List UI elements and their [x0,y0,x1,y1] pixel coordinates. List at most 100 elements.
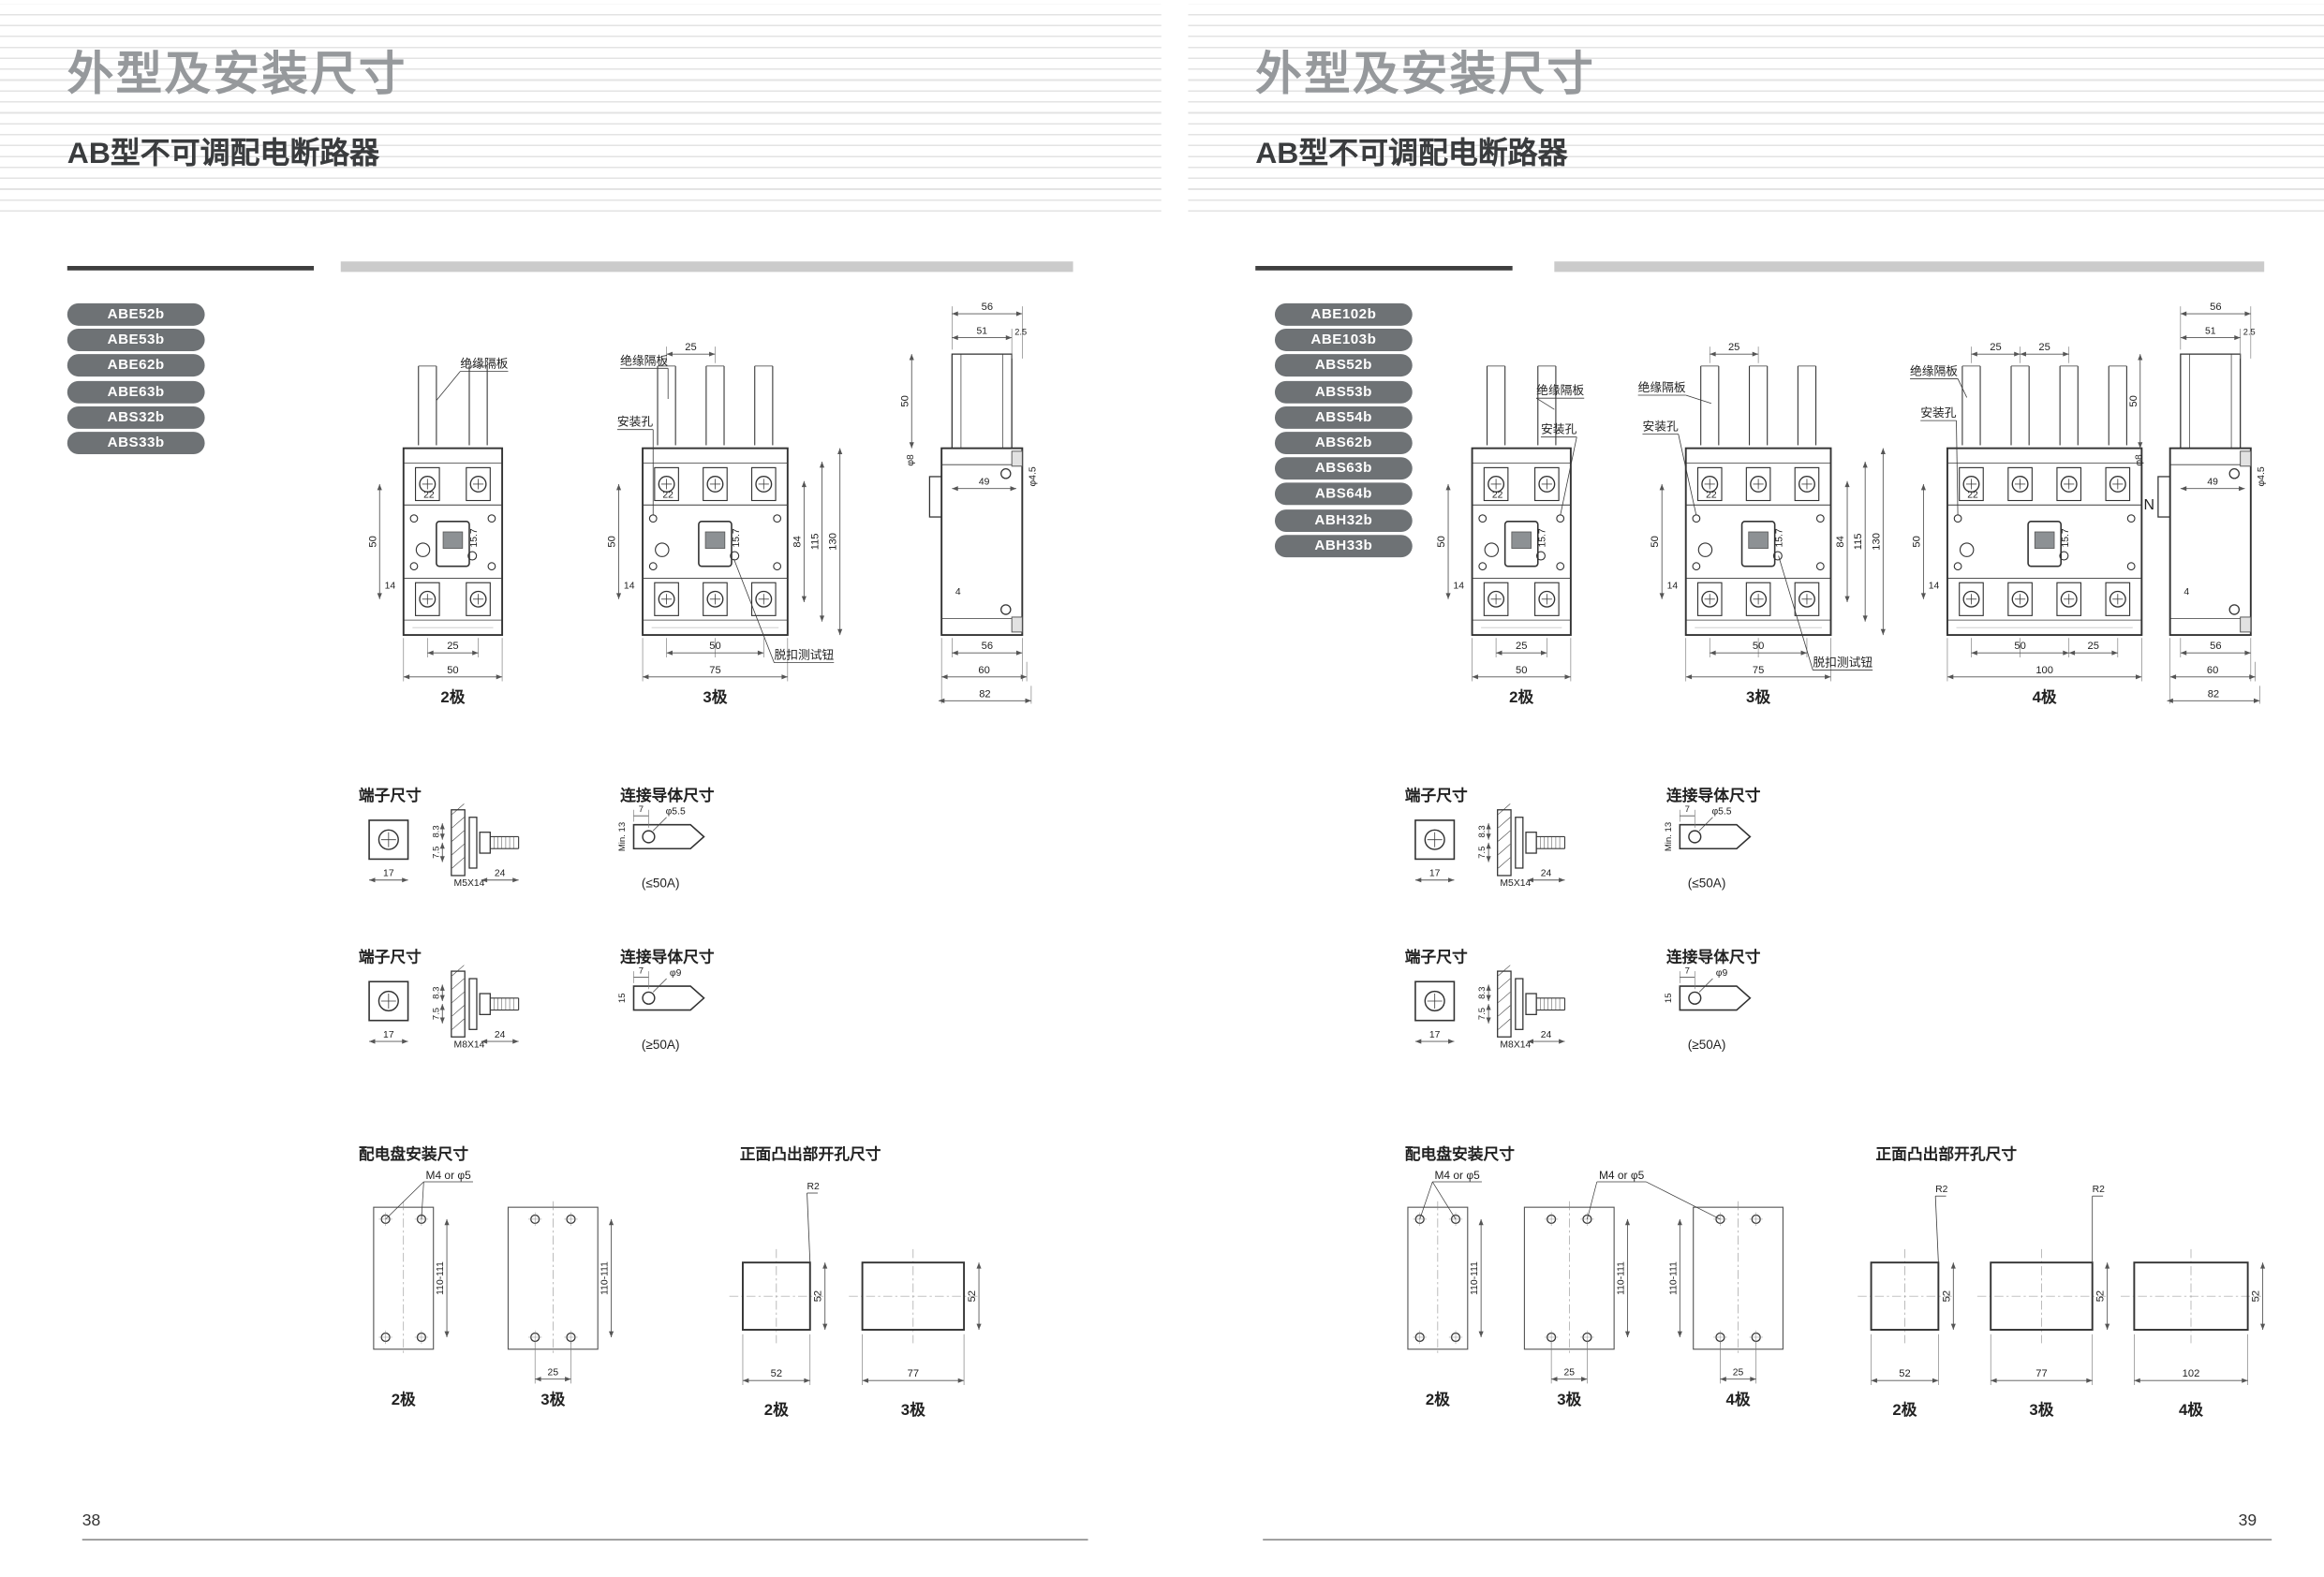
dim-label: 75 [709,665,720,676]
current-rating-caption: (≥50A) [642,1038,680,1052]
dim-label: 77 [908,1368,919,1379]
divider-gray [340,261,1073,273]
pole-caption: 3极 [2029,1401,2053,1419]
dim-label: 15 [617,993,628,1003]
model-badge: ABS62b [1274,431,1413,454]
divider-gray [1554,261,2265,273]
pole-caption: 2极 [1426,1391,1450,1408]
dim-label: 77 [2035,1368,2047,1379]
dim-label: 4 [955,587,961,597]
pole-caption: 3极 [1557,1391,1581,1408]
section-title: 端子尺寸 [1405,786,1468,804]
dim-label: 17 [383,869,394,879]
pole-caption: 3极 [703,688,727,706]
dim-label: 22 [1492,490,1503,500]
section-title: 配电盘安装尺寸 [1405,1144,1516,1163]
dim-label: 110-111 [1668,1261,1679,1295]
dim-label: 17 [1429,1030,1441,1040]
footer-rule [1263,1539,2272,1540]
dim-label: φ9 [1716,968,1728,979]
dim-label: 4 [2183,587,2189,597]
dim-label: φ5.5 [1711,807,1731,818]
dim-label: 25 [1728,342,1739,353]
pole-caption: 2极 [764,1401,789,1419]
section-title: 连接导体尺寸 [620,948,715,966]
dim-label: 25 [1516,641,1527,652]
section-title: 连接导体尺寸 [1666,948,1761,966]
page-number: 38 [81,1511,101,1530]
dim-label: 130 [828,533,839,551]
dim-label: 8.3 [431,825,441,837]
dim-label: 110-111 [1617,1261,1627,1295]
dim-label: 60 [978,665,989,676]
dim-label: 115 [1853,533,1864,550]
section-title: 正面凸出部开孔尺寸 [1875,1144,2017,1163]
model-badge: ABS63b [1274,457,1413,480]
dim-label: 25 [2038,342,2050,353]
model-badge: ABS32b [67,405,205,429]
header-stripes [1188,4,2324,214]
divider-dark [1255,265,1513,270]
dim-label: 25 [548,1368,559,1378]
dim-label: 22 [1967,490,1978,500]
mounting-hole-callout: 安装孔 [1541,422,1576,436]
dim-label: 50 [2014,641,2025,652]
dim-label: 50 [1516,665,1527,676]
dim-label: 56 [2210,641,2221,652]
page-number: 39 [2238,1511,2257,1530]
dim-label: 15.7 [732,528,742,547]
dim-label: φ8 [2134,454,2144,466]
dim-label: 60 [2207,665,2218,676]
breaker-front-3pole [1684,365,1832,637]
pole-caption: 4极 [2179,1401,2203,1419]
pole-caption: 2极 [1892,1401,1917,1419]
dim-label: 25 [447,641,458,652]
dim-label: 115 [810,533,822,550]
dim-label: 49 [979,478,990,488]
section-title: 连接导体尺寸 [1666,786,1761,804]
dim-label: 25 [685,342,696,353]
breaker-front-3pole [642,365,789,637]
dim-label: 7.5 [1477,847,1488,859]
dim-label: 22 [423,490,435,500]
section-title: 端子尺寸 [1405,948,1468,966]
dim-label: 51 [2205,327,2216,337]
dim-label: 50 [1650,536,1661,547]
model-badge: ABE63b [67,380,205,404]
dim-label: 84 [1835,536,1846,547]
panel-mounting-layout: 110-111 25 [1523,1201,1631,1384]
dim-label: 15.7 [1538,528,1548,547]
dim-label: φ5.5 [666,807,686,818]
dim-label: φ4.5 [2257,466,2267,486]
dim-label: 7.5 [431,1008,441,1020]
dim-label: 17 [383,1030,394,1040]
dim-label: 50 [367,536,378,547]
dim-label: 22 [1706,490,1717,500]
current-rating-caption: (≤50A) [1688,877,1726,891]
dim-label: φ9 [670,968,682,979]
bolt-spec: M5X14 [1500,878,1531,889]
section-title: 正面凸出部开孔尺寸 [740,1144,881,1163]
dim-label: 24 [1541,869,1552,879]
breaker-front-4pole [1946,365,2143,637]
header-stripes [0,4,1162,214]
model-badge: ABS52b [1274,354,1413,377]
dim-label: 7.5 [431,847,441,859]
dim-label: 25 [1564,1368,1576,1378]
corner-radius-callout: R2 [1935,1185,1947,1195]
dim-label: 24 [495,869,506,879]
model-badge: ABS33b [67,431,205,454]
dim-label: 84 [792,536,803,547]
